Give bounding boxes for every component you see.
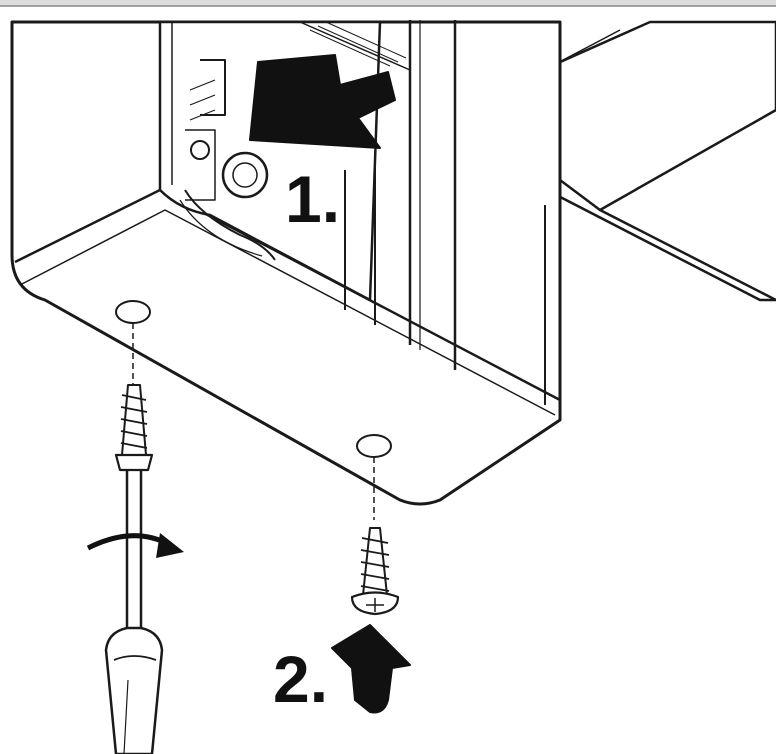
screw-guide-lines bbox=[132, 323, 375, 520]
top-border bbox=[0, 0, 776, 7]
wood-screw-icon bbox=[350, 527, 400, 616]
step-2-label: 2. bbox=[273, 642, 328, 716]
rotate-arrow-icon bbox=[86, 533, 184, 558]
device-housing bbox=[10, 20, 562, 506]
slide-arrow-icon bbox=[249, 54, 396, 149]
push-up-arrow-icon bbox=[331, 624, 411, 714]
wood-screw-icon bbox=[114, 384, 154, 472]
step-1-label: 1. bbox=[285, 162, 340, 236]
screwdriver-icon bbox=[104, 470, 164, 754]
